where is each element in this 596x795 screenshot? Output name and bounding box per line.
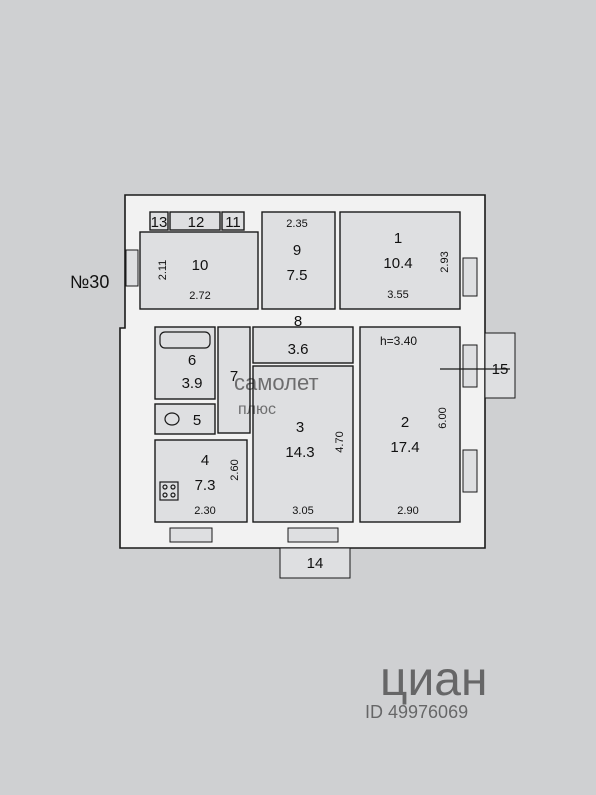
- window-room-2a: [462, 344, 478, 388]
- room-6-area: 3.9: [182, 375, 203, 392]
- room-1-number: 1: [394, 230, 402, 247]
- balcony-14: [279, 547, 351, 579]
- room-4-width: 2.30: [194, 505, 215, 517]
- room-7-number: 7: [230, 368, 238, 385]
- room-3-width: 3.05: [292, 505, 313, 517]
- room-1: [339, 211, 461, 310]
- room-3-depth: 4.70: [334, 431, 346, 452]
- room-4-area: 7.3: [195, 477, 216, 494]
- room-2-number: 2: [401, 414, 409, 431]
- stove-burner-icon: [162, 492, 168, 498]
- window-room-1: [462, 257, 478, 297]
- room-5-number: 5: [193, 412, 201, 429]
- room-1-area: 10.4: [383, 255, 412, 272]
- toilet-icon: [164, 412, 180, 426]
- room-6: [154, 326, 216, 400]
- room-3-area: 14.3: [285, 444, 314, 461]
- watermark-brand-sub: плюс: [238, 401, 276, 418]
- room-5: [154, 403, 216, 435]
- room-8-number: 8: [294, 313, 302, 330]
- room-7: [217, 326, 251, 434]
- room-4: [154, 439, 248, 523]
- apartment-label: №30: [70, 272, 109, 292]
- watermark-cian: циан: [380, 653, 488, 706]
- room-10-width: 2.72: [189, 290, 210, 302]
- room-13-number: 13: [151, 214, 168, 231]
- room-9-area: 7.5: [287, 267, 308, 284]
- room-10-depth: 2.11: [157, 260, 169, 281]
- stove-icon: [159, 481, 179, 501]
- stove-burner-icon: [162, 484, 168, 490]
- room-3-number: 3: [296, 419, 304, 436]
- room-11-number: 11: [225, 214, 241, 231]
- room-9-width: 2.35: [286, 218, 307, 230]
- balcony-14-number: 14: [307, 555, 324, 572]
- watermark-id: ID 49976069: [365, 702, 468, 722]
- room-2-width: 2.90: [397, 505, 418, 517]
- room-10-number: 10: [192, 257, 209, 274]
- window-room-10: [125, 249, 139, 287]
- room-9: [261, 211, 336, 310]
- room-2-depth: 6.00: [437, 407, 449, 428]
- window-room-3: [287, 527, 339, 543]
- window-room-2b: [462, 449, 478, 493]
- ceiling-height: h=3.40: [380, 334, 417, 348]
- room-12-number: 12: [188, 214, 205, 231]
- room-2: [359, 326, 461, 523]
- bathtub-icon: [159, 331, 211, 349]
- balcony-15-number: 15: [492, 361, 509, 378]
- room-13: [149, 211, 169, 231]
- window-room-4: [169, 527, 213, 543]
- room-4-number: 4: [201, 452, 209, 469]
- stove-burner-icon: [170, 484, 176, 490]
- balcony-15: [484, 332, 516, 399]
- stove-burner-icon: [170, 492, 176, 498]
- room-4-depth: 2.60: [229, 459, 241, 480]
- room-8-area: 3.6: [288, 341, 309, 358]
- room-12: [169, 211, 221, 231]
- room-6-number: 6: [188, 352, 196, 369]
- room-9-number: 9: [293, 242, 301, 259]
- room-1-depth: 2.93: [439, 251, 451, 272]
- room-1-width: 3.55: [387, 289, 408, 301]
- watermark-brand: самолет: [234, 370, 319, 395]
- room-2-area: 17.4: [390, 439, 419, 456]
- room-3: [252, 365, 354, 523]
- room-10: [139, 231, 259, 310]
- room-11: [221, 211, 245, 231]
- room-8: [252, 326, 354, 364]
